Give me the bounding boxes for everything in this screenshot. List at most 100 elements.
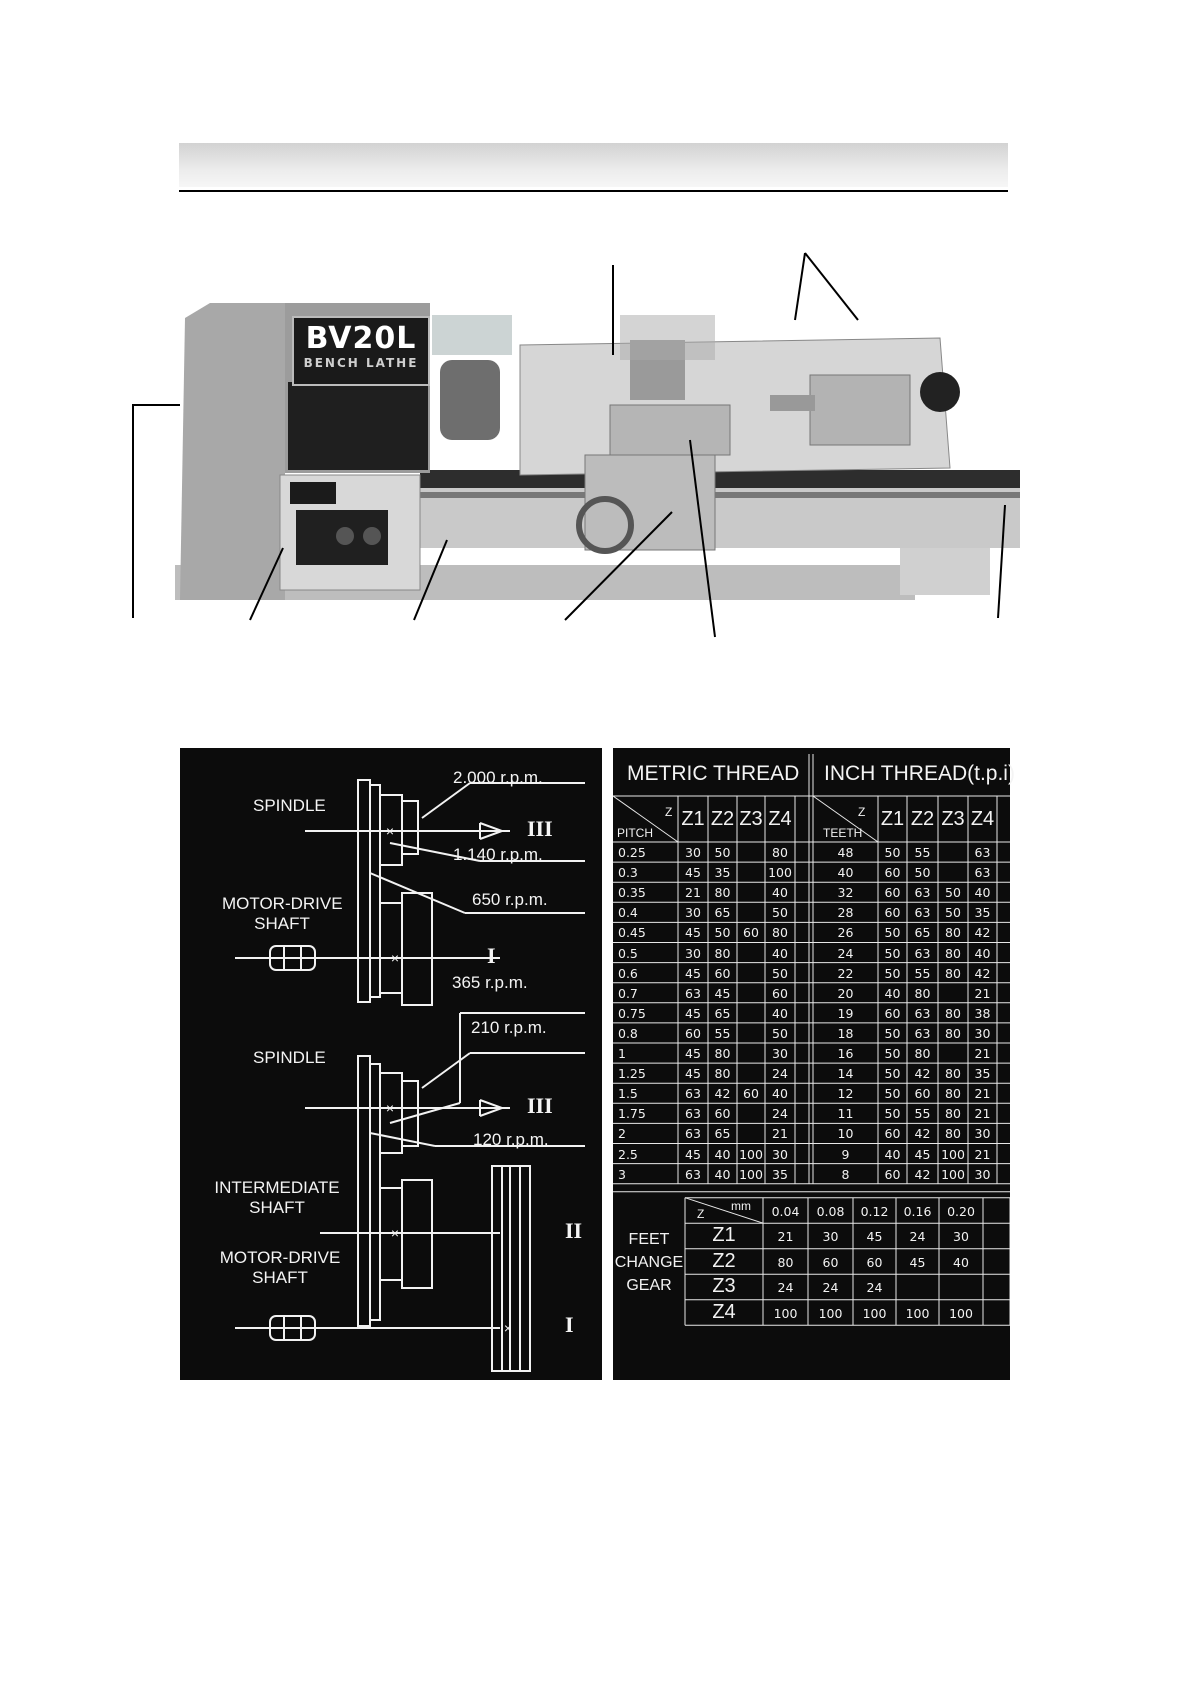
feed-cell: 100 — [862, 1305, 887, 1321]
inch-cell: 55 — [914, 845, 931, 860]
metric-cell: 45 — [685, 925, 701, 941]
metric-cell: 80 — [714, 1046, 731, 1061]
metric-cell: 50 — [772, 905, 788, 921]
speed-2000: 2.000 r.p.m. — [453, 768, 543, 787]
inch-teeth: 9 — [841, 1146, 850, 1162]
metric-cell: 63 — [685, 1166, 701, 1182]
feed-cell: 80 — [777, 1254, 794, 1270]
pointer-switch — [249, 547, 284, 621]
chuck-guard — [432, 315, 512, 355]
tailstock — [809, 374, 911, 446]
speed-diagram-panel: × × — [180, 748, 602, 1380]
speed-1140: 1.140 r.p.m. — [453, 845, 543, 864]
inch-cell: 80 — [945, 1005, 961, 1021]
inch-cell: 60 — [884, 905, 901, 921]
inch-cell: 42 — [914, 1126, 931, 1142]
feed-cell: 45 — [909, 1254, 926, 1270]
metric-cell: 35 — [714, 865, 731, 881]
feed-cell: 24 — [909, 1229, 926, 1245]
inch-cell: 42 — [974, 965, 991, 981]
feed-row-z4: Z4 — [712, 1300, 736, 1323]
model-nameplate: BV20L BENCH LATHE — [292, 316, 430, 386]
feed-label-line: CHANGE — [614, 1253, 684, 1271]
inch-cell: 38 — [974, 1005, 991, 1021]
shaft-i-top: I — [487, 943, 496, 968]
feed-cell: 45 — [866, 1229, 883, 1245]
grid-line — [812, 795, 879, 843]
metric-cell: 60 — [714, 965, 731, 981]
pointer-bed — [794, 252, 806, 321]
motor-shaft-label-bottom: MOTOR-DRIVE SHAFT — [215, 1248, 345, 1288]
inch-cell: 50 — [884, 1106, 901, 1122]
metric-pitch: 1.75 — [618, 1106, 646, 1122]
metric-cell: 30 — [772, 1046, 788, 1061]
metric-cell: 100 — [768, 865, 792, 881]
metric-pitch: 0.35 — [618, 885, 646, 901]
inch-thread-title: INCH THREAD(t.p.i) — [824, 762, 1015, 785]
inch-teeth: 10 — [837, 1126, 854, 1142]
inch-teeth: 18 — [837, 1025, 854, 1041]
feed-column-header: 0.16 — [903, 1203, 932, 1219]
motor-shaft-bottom-line1: MOTOR-DRIVE — [219, 1248, 341, 1267]
metric-cell: 45 — [685, 1066, 701, 1082]
metric-cell: 63 — [685, 1126, 701, 1142]
feed-cell: 21 — [777, 1229, 794, 1245]
metric-cell: 42 — [714, 1086, 731, 1102]
inch-cell: 63 — [914, 1025, 931, 1041]
metric-header-z2: Z2 — [710, 808, 735, 830]
feed-cell: 100 — [773, 1305, 798, 1321]
metric-cell: 60 — [743, 925, 759, 941]
metric-header-z4: Z4 — [768, 808, 792, 830]
metric-header-z3: Z3 — [739, 808, 763, 830]
motor-shaft-bottom-line2: SHAFT — [252, 1268, 308, 1287]
inch-cell: 80 — [945, 925, 961, 941]
metric-corner-z: Z — [665, 805, 673, 819]
model-subtitle: BENCH LATHE — [303, 356, 419, 370]
inch-cell: 42 — [914, 1066, 931, 1082]
direction-sign — [290, 482, 336, 504]
pointer-lever — [689, 439, 716, 638]
metric-cell: 60 — [714, 1106, 731, 1122]
speed-plate — [288, 382, 428, 470]
spindle-label-top: SPINDLE — [253, 796, 326, 815]
inch-cell: 50 — [884, 925, 901, 941]
inch-cell: 63 — [974, 845, 991, 860]
metric-cell: 40 — [772, 1086, 788, 1102]
inch-cell: 35 — [974, 905, 991, 921]
feed-cell: 60 — [866, 1254, 883, 1270]
inch-teeth: 28 — [837, 905, 854, 921]
metric-cell: 45 — [685, 965, 701, 981]
speed-650: 650 r.p.m. — [472, 890, 548, 909]
lathe-back-plate — [519, 337, 951, 476]
inch-teeth: 14 — [837, 1066, 854, 1082]
grid-line — [613, 795, 679, 843]
speed-120: 120 r.p.m. — [473, 1130, 549, 1149]
inch-cell: 80 — [945, 1025, 961, 1041]
header-rule — [179, 190, 1008, 192]
inch-cell: 50 — [945, 905, 961, 921]
metric-corner-pitch: PITCH — [617, 826, 653, 840]
feed-column-header: 0.08 — [816, 1203, 845, 1219]
grid-line — [684, 1197, 764, 1224]
speed-diagram-drawing: × × — [235, 779, 585, 1372]
feed-corner-unit: mm — [731, 1198, 751, 1213]
inch-cell: 55 — [914, 1106, 931, 1122]
motor-shaft-line2: SHAFT — [254, 914, 310, 933]
feed-label-line: FEET — [628, 1230, 670, 1248]
metric-pitch: 2 — [618, 1126, 626, 1142]
inch-corner-z: Z — [858, 805, 866, 819]
carriage-handwheel — [576, 496, 634, 554]
metric-header-z1: Z1 — [681, 808, 705, 830]
lathe-way — [420, 470, 1020, 488]
feed-cell: 60 — [822, 1254, 839, 1270]
intermediate-shaft-line1: INTERMEDIATE — [214, 1178, 340, 1197]
inch-cell: 21 — [974, 1046, 991, 1061]
lathe-illustration — [132, 252, 1020, 638]
thread-table-grid — [613, 754, 1010, 1326]
inch-teeth: 40 — [837, 865, 854, 881]
switch-housing — [296, 510, 388, 565]
metric-cell: 40 — [714, 1146, 731, 1162]
inch-corner-teeth: TEETH — [823, 826, 863, 840]
metric-cell: 40 — [772, 1005, 788, 1021]
